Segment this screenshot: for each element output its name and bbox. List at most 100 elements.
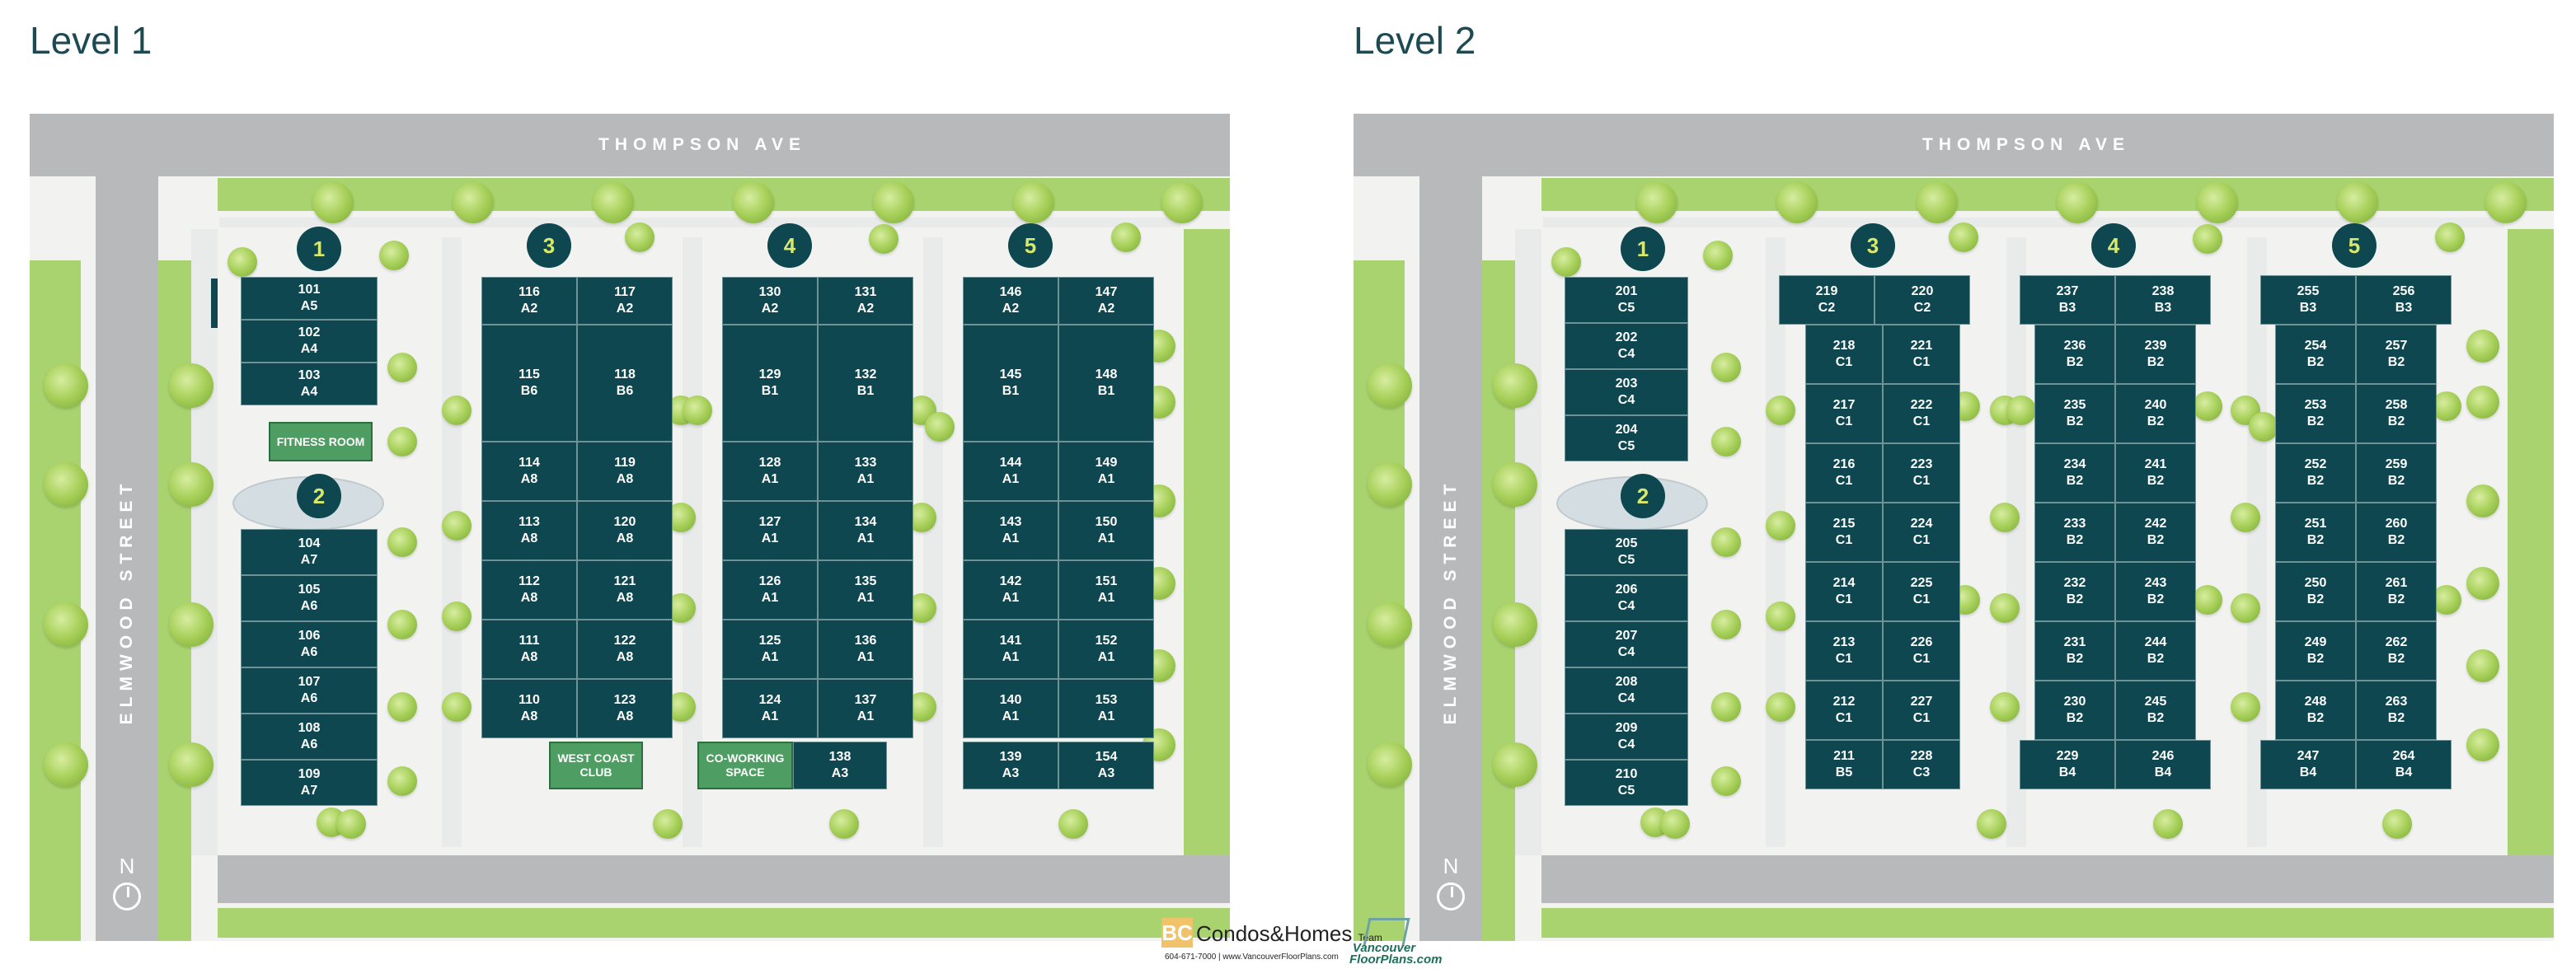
fitness-room[interactable]: FITNESS ROOM — [269, 422, 373, 461]
west-coast-club[interactable]: WEST COAST CLUB — [549, 742, 643, 789]
co-working-space[interactable]: CO-WORKING SPACE — [697, 742, 793, 789]
